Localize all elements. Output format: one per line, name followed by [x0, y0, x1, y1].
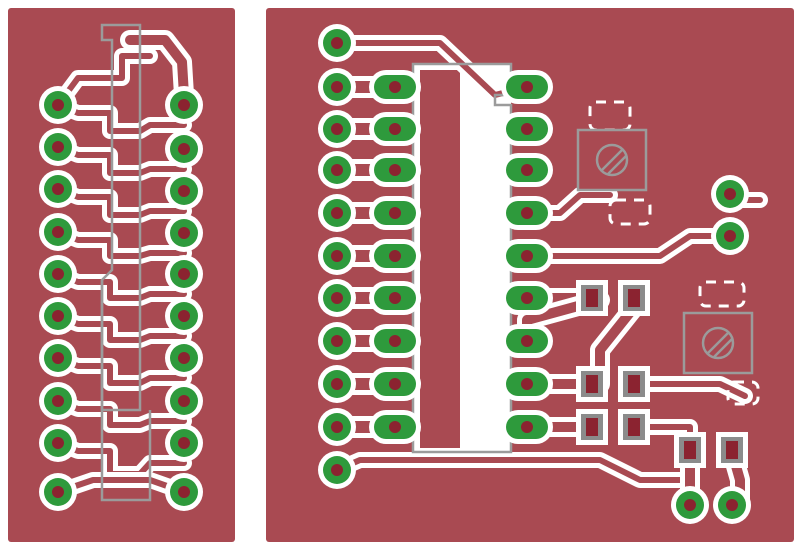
trace [50, 266, 192, 306]
header-pad [39, 255, 77, 293]
connector-pad [318, 408, 356, 446]
ic-pin [369, 239, 421, 273]
ic-pin [369, 367, 421, 401]
header-pad [165, 172, 203, 210]
resistor-pad [576, 366, 608, 402]
header-pad [39, 473, 77, 511]
keepout-outline [726, 380, 760, 406]
ic-pin [369, 153, 421, 187]
ic-pin [501, 324, 553, 358]
trace [50, 181, 192, 223]
resistor-pad [618, 280, 650, 316]
header-pad [165, 473, 203, 511]
ic-pin [501, 153, 553, 187]
connector-pad [671, 486, 709, 524]
trace [50, 48, 158, 113]
header-pad [165, 297, 203, 335]
connector-pad [318, 194, 356, 232]
keepout-outline [608, 198, 652, 226]
left-header-right [165, 86, 203, 511]
ic-pin [369, 70, 421, 104]
ic [369, 70, 553, 444]
trace [50, 97, 192, 139]
connector-pad [711, 175, 749, 213]
header-pad [165, 382, 203, 420]
ic-pin [369, 410, 421, 444]
trace [632, 376, 753, 404]
left-board [8, 8, 235, 542]
header-pad [165, 255, 203, 293]
trimmer-icon [595, 143, 629, 177]
resistor-pad [576, 280, 608, 316]
edge-connector [318, 24, 356, 489]
header-pad [39, 170, 77, 208]
resistor-1 [576, 280, 650, 316]
trace [50, 350, 192, 391]
header-pad [39, 339, 77, 377]
ic-ground-strip [420, 70, 460, 448]
trimmer-body [682, 311, 754, 375]
two-pin-connector-2 [671, 486, 751, 524]
header-pad [165, 130, 203, 168]
ic-pin [501, 367, 553, 401]
resistor-pad [674, 432, 706, 468]
header-pad [39, 213, 77, 251]
trace [50, 308, 192, 348]
header-pad [165, 339, 203, 377]
header-pad [39, 297, 77, 335]
keepout-outline [698, 280, 746, 308]
connector-pad [318, 451, 356, 489]
ic-pin [501, 410, 553, 444]
trace [519, 228, 738, 264]
ic-pin [501, 112, 553, 146]
connector-pad [318, 68, 356, 106]
header-pad [39, 424, 77, 462]
connector-pad [713, 486, 751, 524]
header-pad [165, 86, 203, 124]
trimmer-pot-1 [576, 128, 648, 192]
connector-pad [318, 110, 356, 148]
ic-pin [501, 70, 553, 104]
trimmer-pot-2 [682, 311, 754, 375]
ic-pin [501, 239, 553, 273]
header-pad [39, 382, 77, 420]
ic-clearance-detail [470, 150, 508, 440]
trimmer-icon [701, 326, 735, 360]
resistor-pad [576, 409, 608, 445]
resistor-pad [716, 432, 748, 468]
connector-pad [318, 365, 356, 403]
ic-pin [501, 281, 553, 315]
resistor-3 [576, 409, 650, 445]
trace [50, 224, 192, 264]
connector-pad [711, 217, 749, 255]
header-pad [39, 86, 77, 124]
ic-pin [501, 196, 553, 230]
header-pad [165, 214, 203, 252]
resistor-4 [674, 432, 748, 468]
ic-pin [369, 112, 421, 146]
resistor-pad [618, 409, 650, 445]
ic-pin [369, 196, 421, 230]
trace [50, 139, 192, 181]
connector-pad [318, 24, 356, 62]
trace [120, 30, 194, 105]
resistor-2 [576, 366, 650, 402]
left-header-left [39, 86, 77, 511]
connector-pad [318, 279, 356, 317]
header-pad [39, 128, 77, 166]
connector-pad [318, 151, 356, 189]
resistor-pad [618, 366, 650, 402]
two-pin-connector-1 [711, 175, 749, 255]
connector-pad [318, 237, 356, 275]
silkscreen-outline [100, 280, 152, 502]
header-pad [165, 424, 203, 462]
ic-pin [369, 324, 421, 358]
connector-pad [318, 322, 356, 360]
right-board [266, 8, 794, 542]
ic-pin [369, 281, 421, 315]
